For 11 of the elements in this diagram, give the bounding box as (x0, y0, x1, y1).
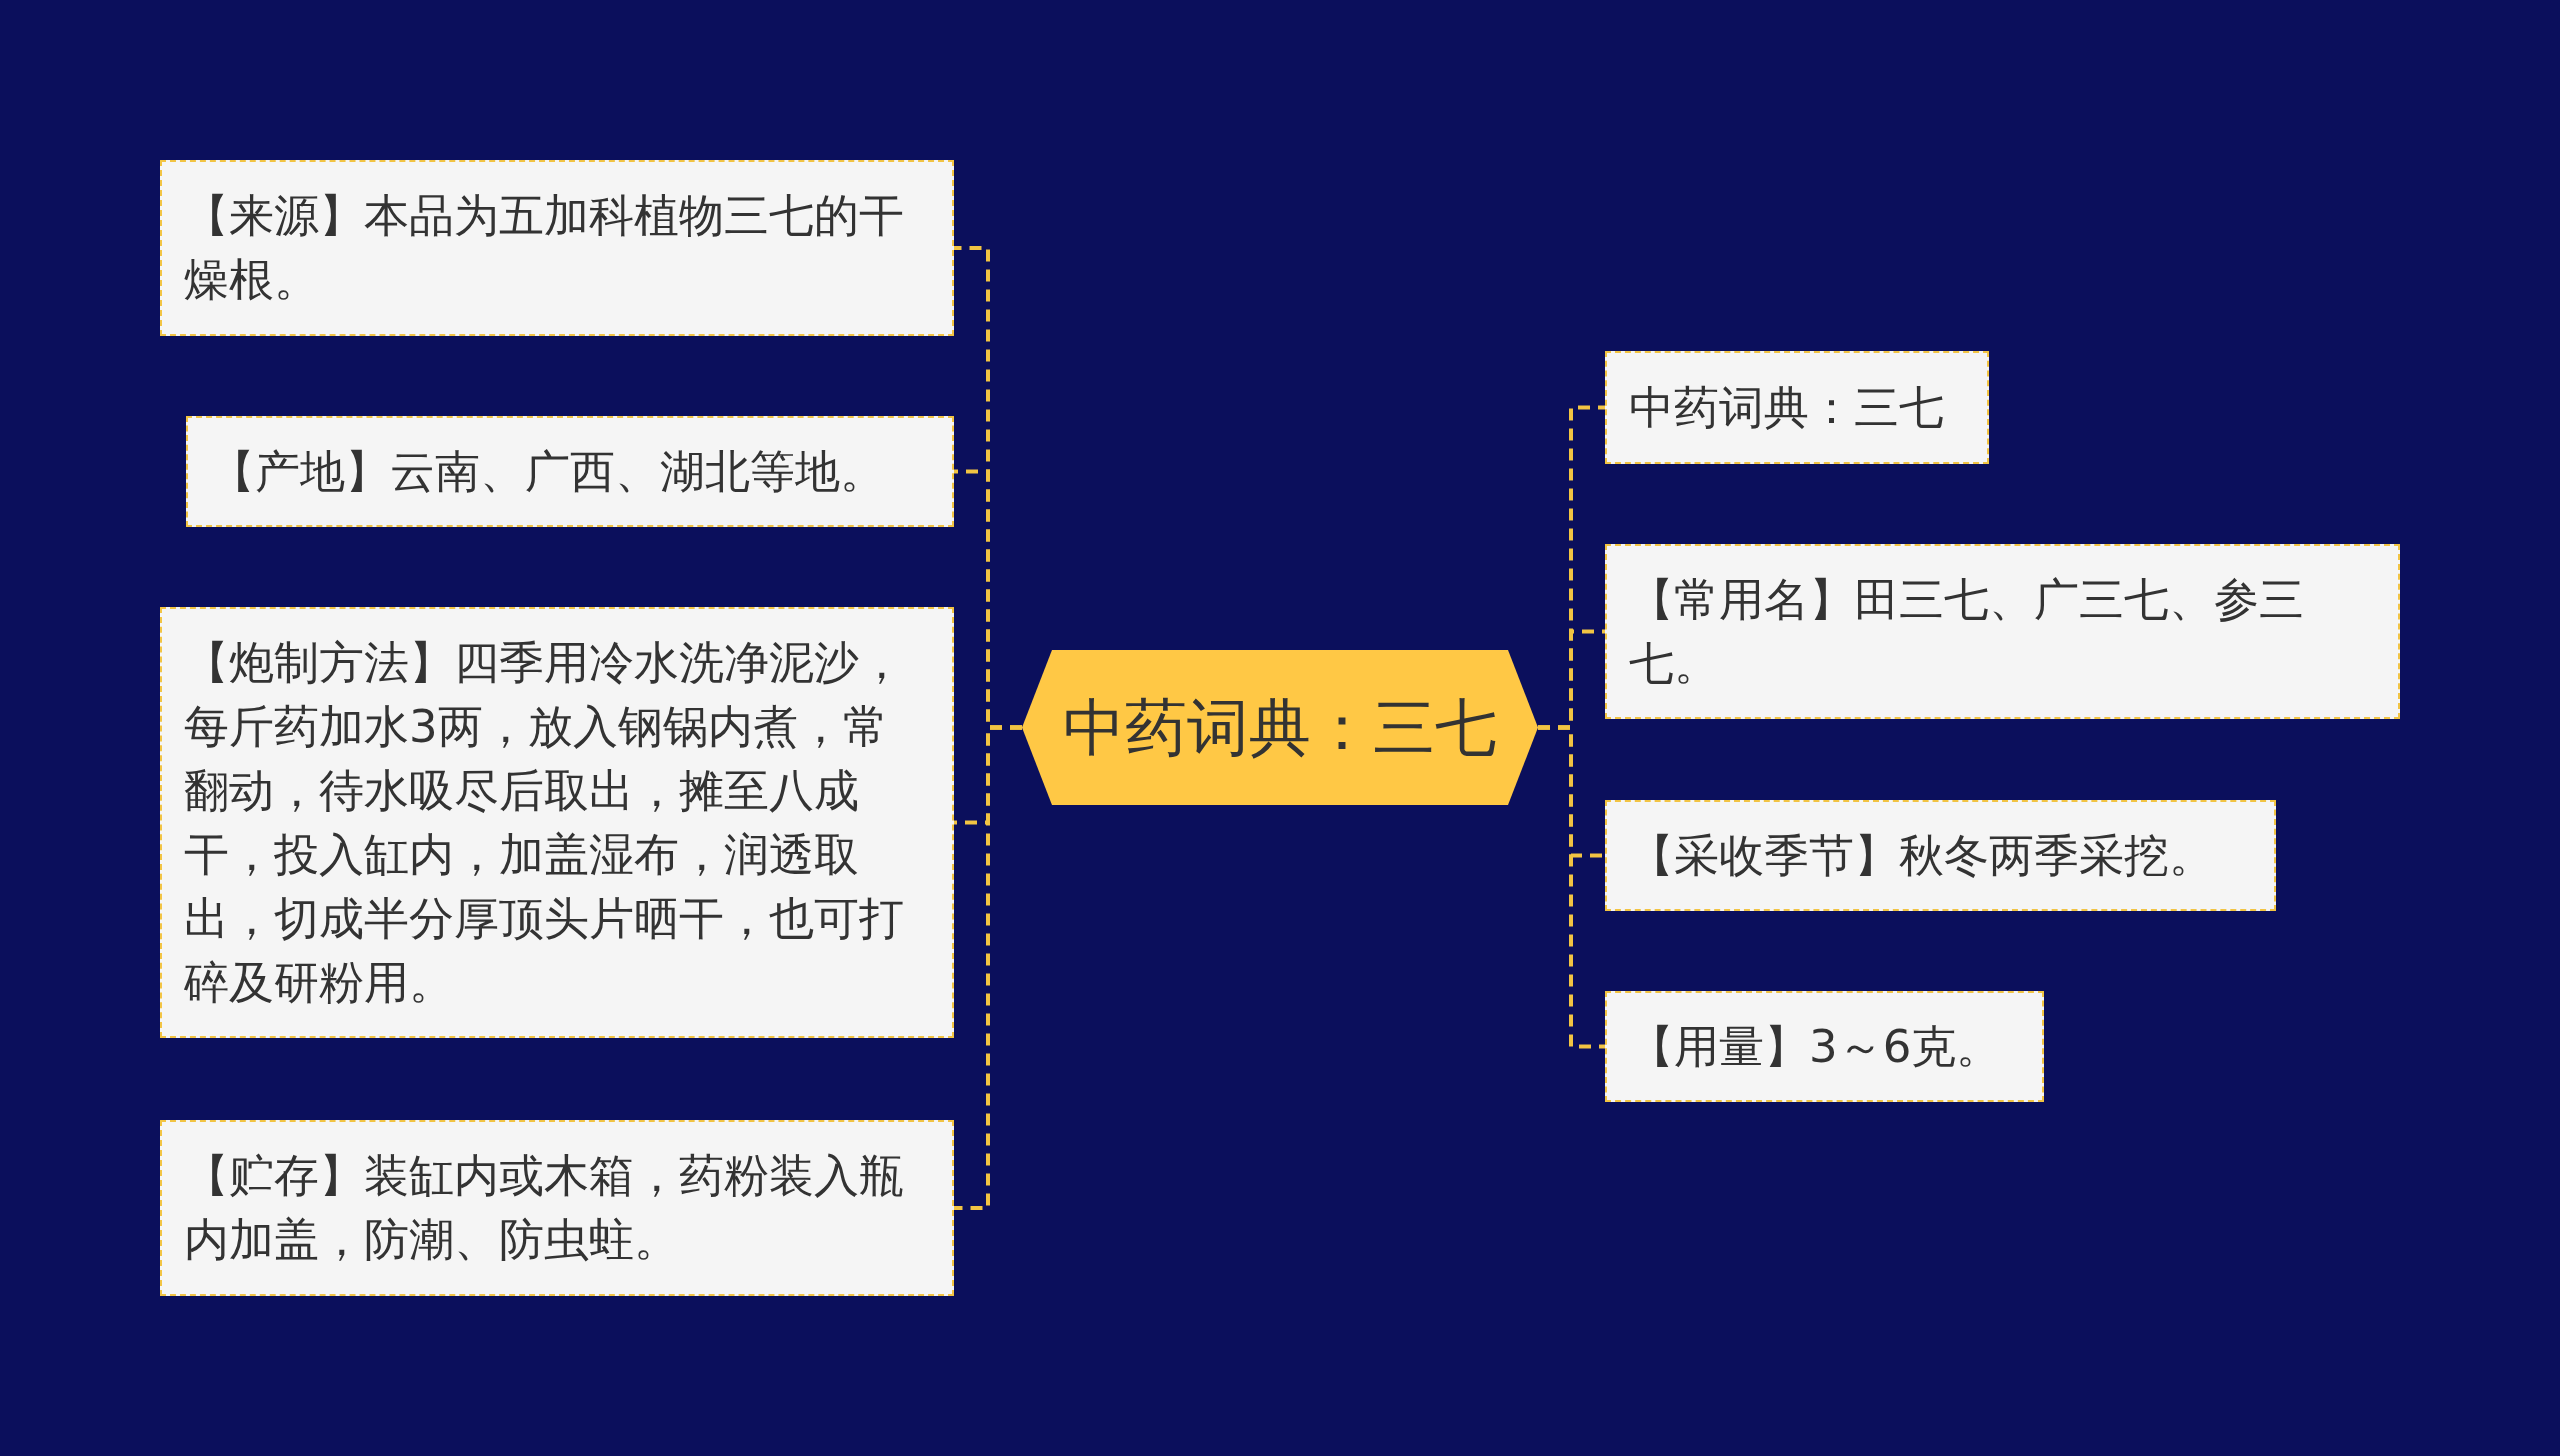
connector-line (954, 725, 1022, 1210)
connector-line (1538, 725, 1605, 1049)
topic-hexagon: 中药词典：三七 (1022, 650, 1538, 805)
topic-box: 【用量】3～6克。 (1605, 991, 2044, 1102)
topic-box: 【采收季节】秋冬两季采挖。 (1605, 800, 2276, 911)
topic-box: 中药词典：三七 (1605, 351, 1989, 464)
topic-box: 【贮存】装缸内或木箱，药粉装入瓶内加盖，防潮、防虫蛀。 (160, 1120, 954, 1296)
topic-box: 【常用名】田三七、广三七、参三七。 (1605, 544, 2400, 719)
topic-box: 【炮制方法】四季用冷水洗净泥沙，每斤药加水3两，放入钢锅内煮，常翻动，待水吸尽后取出，摊至八成干，投入缸内，加盖湿布，润透取出，切成半分厚顶头片晒干，也可打碎及研粉用。 (160, 607, 954, 1038)
topic-box: 【来源】本品为五加科植物三七的干燥根。 (160, 160, 954, 336)
topic-box: 【产地】云南、广西、湖北等地。 (186, 416, 954, 527)
